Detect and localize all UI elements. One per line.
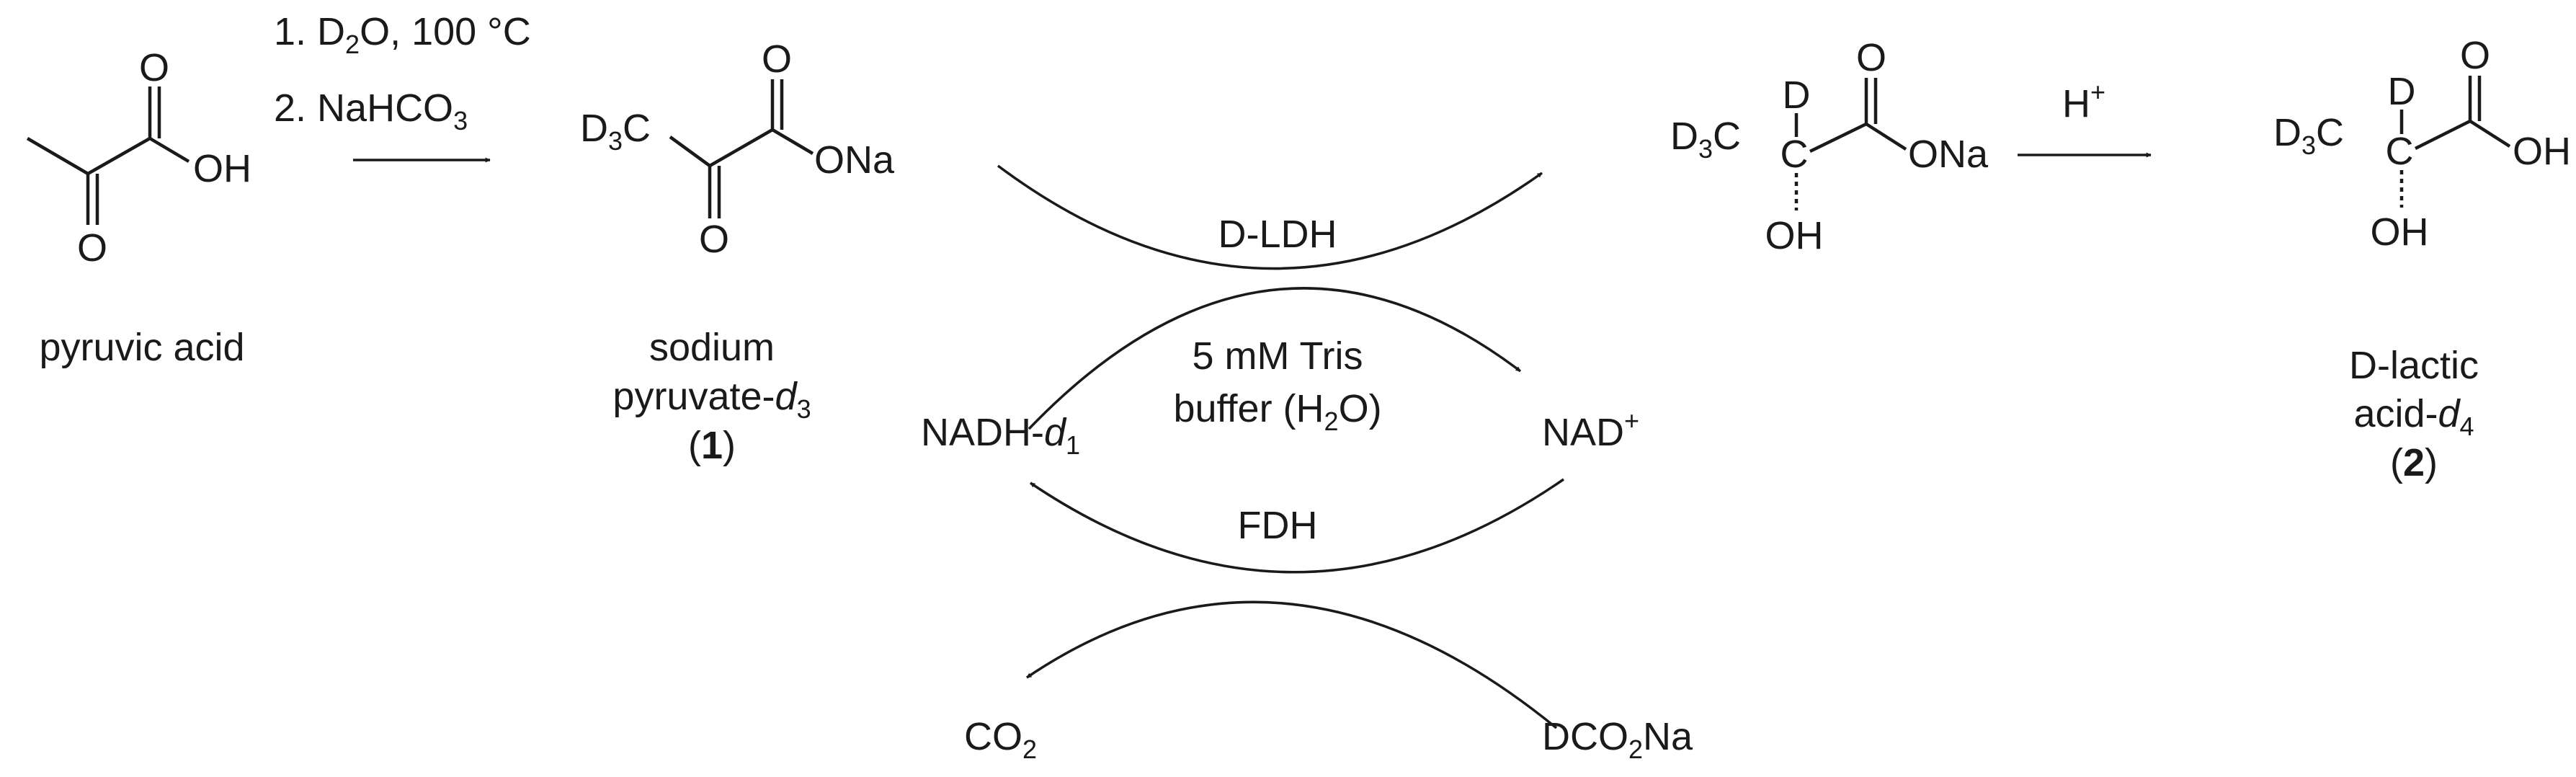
enzyme-fdh: FDH [1238, 504, 1318, 547]
bond-carboxyl-ona [1865, 123, 1907, 151]
bond-carboxyl-oh [2469, 120, 2511, 148]
d-lactic-acid-structure: D3C C D O OH OH [2273, 34, 2571, 254]
bond-c-carboxyl [2414, 119, 2472, 151]
buffer-line-1: 5 mM Tris [1193, 334, 1363, 378]
condition-acid: H+ [2062, 77, 2105, 125]
group-d3c-lactate: D3C [1670, 115, 1741, 164]
atom-c-stereocenter: C [1781, 133, 1809, 176]
atom-ona: ONa [1908, 133, 1989, 176]
arc-nadh-to-nad [1028, 287, 1522, 430]
pyruvic-acid-structure: O O OH [26, 46, 251, 270]
arc-d-ldh-top [997, 164, 1543, 270]
bond-carboxyl-ona [771, 128, 814, 155]
bond-acid-oh [148, 137, 190, 163]
atom-o-keto: O [699, 218, 729, 261]
label-compound-1: (1) [688, 424, 736, 467]
cofactor-nad-plus: NAD+ [1542, 406, 1639, 454]
label-sodium-line-1: sodium [649, 326, 775, 369]
atom-o-carboxyl: O [1856, 36, 1886, 79]
product-co2: CO2 [964, 715, 1037, 764]
atom-o-keto: O [77, 226, 107, 270]
atom-o-carboxyl: O [762, 37, 792, 81]
atom-oh: OH [193, 147, 251, 190]
bond-cd3-c [669, 136, 711, 167]
arc-dco2na-to-co2 [1026, 600, 1558, 729]
bond-c-carboxyl [1809, 122, 1867, 154]
bond-c-c [86, 137, 151, 175]
atom-d-stereocenter: D [2388, 70, 2416, 113]
bond-methyl [26, 137, 89, 175]
label-lactic-line-1: D-lactic [2349, 344, 2479, 387]
sodium-pyruvate-structure: D3C O O ONa [580, 37, 895, 261]
atom-ona: ONa [814, 138, 895, 182]
sodium-lactate-structure: D3C C D O ONa OH [1670, 36, 1989, 257]
atom-oh: OH [2371, 210, 2429, 254]
group-d3c-pyruvate: D3C [580, 107, 651, 156]
buffer-line-2: buffer (H2O) [1173, 387, 1381, 436]
group-d3c-lactic: D3C [2273, 111, 2344, 160]
atom-c-stereocenter: C [2386, 130, 2414, 173]
bond-c-c [708, 128, 774, 167]
label-pyruvic-acid: pyruvic acid [39, 326, 244, 369]
enzyme-d-ldh: D-LDH [1218, 213, 1337, 256]
cofactor-nadh-d1: NADH-d1 [921, 411, 1080, 460]
reagent-dco2na: DCO2Na [1542, 715, 1693, 764]
label-lactic-line-2: acid-d4 [2353, 392, 2474, 441]
condition-step-2: 2. NaHCO3 [274, 86, 468, 136]
label-compound-2: (2) [2390, 441, 2438, 484]
atom-oh: OH [1765, 214, 1824, 257]
atom-o-carboxyl: O [2460, 34, 2490, 77]
atom-d-stereocenter: D [1783, 74, 1811, 117]
arc-nad-to-nadh [1030, 478, 1564, 574]
atom-oh-carboxyl: OH [2513, 130, 2571, 173]
condition-step-1: 1. D2O, 100 °C [274, 10, 531, 59]
label-sodium-line-2: pyruvate-d3 [612, 375, 811, 424]
atom-o-acid: O [139, 46, 169, 89]
